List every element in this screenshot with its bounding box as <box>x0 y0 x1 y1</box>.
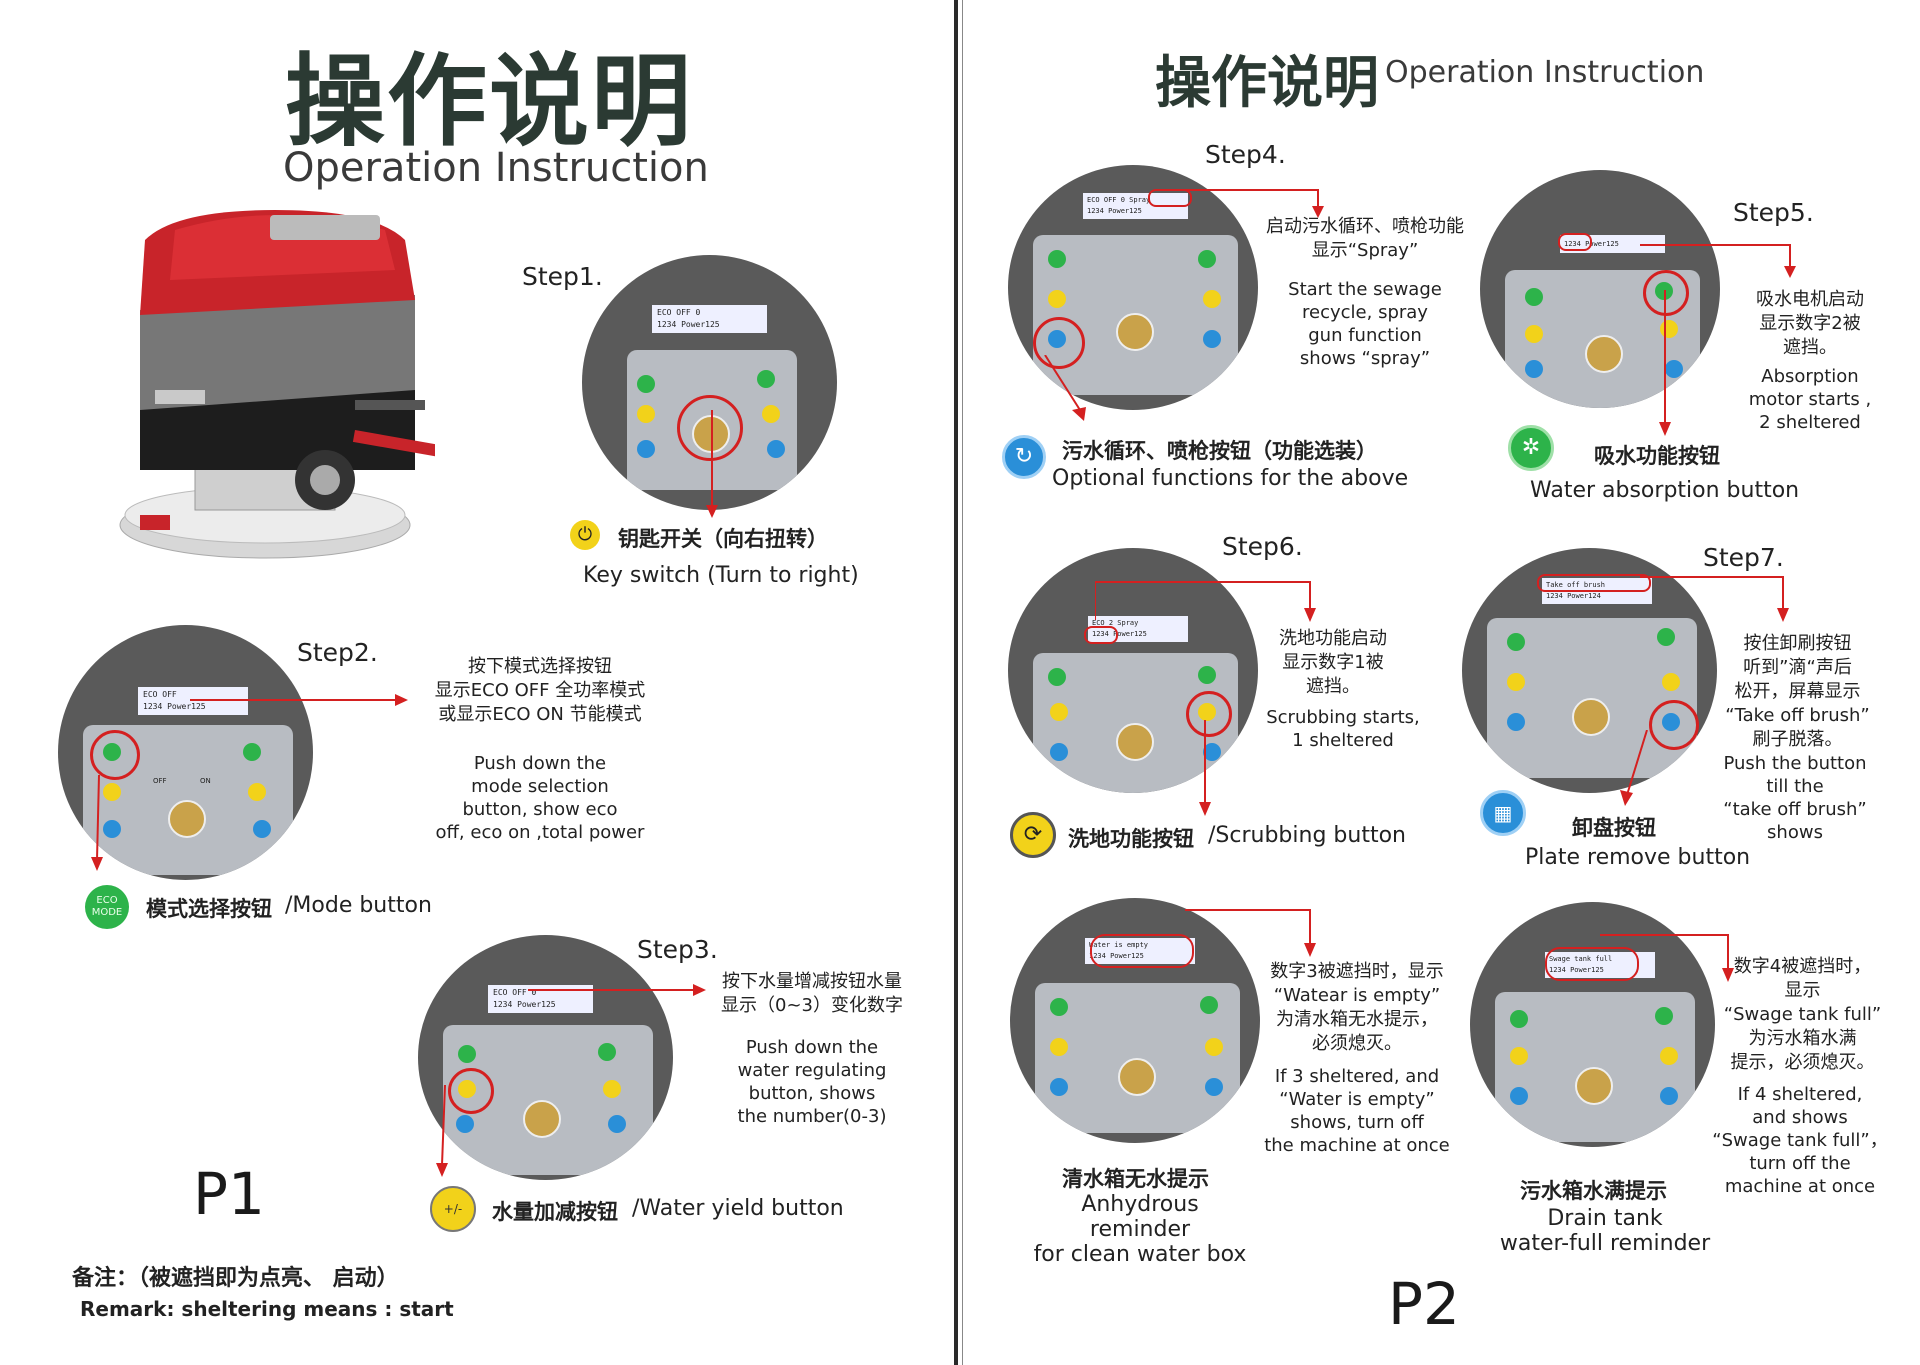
step3-button-en: /Water yield button <box>632 1196 844 1221</box>
step7-desc-zh: 按住卸刷按钮听到”滴“声后松开，屏幕显示“Take off brush”刷子脱落… <box>1725 633 1870 750</box>
step5-control-panel-image: 1234 Power125 <box>1480 170 1720 408</box>
key-icon <box>168 800 206 838</box>
brush-remove-icon: ▦ <box>1480 790 1526 836</box>
step1-button-zh: 钥匙开关（向右扭转） <box>618 527 828 551</box>
mode-icon <box>637 375 655 393</box>
step4-arrow <box>1168 189 1324 218</box>
step2-control-panel-image: ECO OFF 1234 Power125 OFF ON <box>58 625 313 880</box>
brush-rotate-icon: ⟳ <box>1010 812 1056 858</box>
absorption-icon <box>757 370 775 388</box>
water-empty-desc-en: If 3 sheltered, and“Water is empty”shows… <box>1264 1066 1450 1156</box>
step7-label: Step7. <box>1703 543 1784 572</box>
step5-arrow <box>1640 244 1796 278</box>
step5-arrow-down <box>1659 290 1671 436</box>
step1-label: Step1. <box>522 262 603 291</box>
p1-title-zh: 操作说明 <box>285 43 693 160</box>
recycle-icon: ↻ <box>1002 435 1046 479</box>
p2-title-en: Operation Instruction <box>1385 55 1705 90</box>
step6-desc-zh: 洗地功能启动显示数字1被遮挡。 <box>1279 628 1387 697</box>
water-yield-icon: +/- <box>430 1186 476 1232</box>
key-icon <box>523 1100 561 1138</box>
step7-arrow <box>1640 576 1789 622</box>
highlight-ring <box>677 395 743 461</box>
tank-full-arrow <box>1600 934 1734 982</box>
highlight-ring <box>448 1068 494 1114</box>
remark-en: Remark: sheltering means : start <box>80 1297 454 1321</box>
step2-label: Step2. <box>297 638 378 667</box>
step4-desc-zh: 启动污水循环、喷枪功能显示“Spray” <box>1266 216 1464 261</box>
step3-desc-zh: 按下水量增减按钮水量显示（0~3）变化数字 <box>721 971 903 1016</box>
water-empty-title-zh: 清水箱无水提示 <box>1062 1167 1209 1191</box>
spray-icon <box>637 440 655 458</box>
step5-label: Step5. <box>1733 198 1814 227</box>
highlight-ring <box>1033 317 1085 369</box>
step7-button-zh: 卸盘按钮 <box>1572 816 1656 840</box>
step1-arrow <box>706 410 718 518</box>
step6-desc-en: Scrubbing starts,1 sheltered <box>1266 707 1420 751</box>
fan-icon: ✲ <box>1508 425 1554 471</box>
p1-title-en: Operation Instruction <box>283 145 709 191</box>
step1-button-en: Key switch (Turn to right) <box>583 563 859 588</box>
step6-button-en: /Scrubbing button <box>1208 823 1406 848</box>
page-divider <box>954 0 958 1365</box>
step2-desc-zh: 按下模式选择按钮显示ECO OFF 全功率模式或显示ECO ON 节能模式 <box>434 656 646 725</box>
p1-page-label: P1 <box>193 1160 265 1228</box>
step2-arrow <box>190 694 408 706</box>
step7-button-en: Plate remove button <box>1525 845 1751 870</box>
step3-label: Step3. <box>637 935 718 964</box>
step6-arrow-down <box>1199 720 1211 816</box>
power-icon: ⏻ <box>570 520 600 550</box>
highlight-ring <box>1649 700 1699 750</box>
step5-button-en: Water absorption button <box>1530 478 1800 503</box>
step1-lcd-display: ECO OFF 0 1234 Power125 <box>652 305 767 333</box>
step2-button-zh: 模式选择按钮 <box>146 897 272 921</box>
water-empty-arrow <box>1185 909 1316 957</box>
step3-button-zh: 水量加减按钮 <box>492 1200 618 1224</box>
step3-arrow <box>528 984 706 996</box>
step3-arrow-down <box>436 1085 448 1177</box>
tank-full-title-zh: 污水箱水满提示 <box>1520 1179 1667 1203</box>
step4-label: Step4. <box>1205 140 1286 169</box>
water-empty-desc-zh: 数字3被遮挡时，显示“Watear is empty”为清水箱无水提示，必须熄灭… <box>1270 961 1444 1054</box>
floor-scrubber-machine-image <box>119 210 435 559</box>
scrub-icon <box>762 405 780 423</box>
step6-arrow <box>1095 581 1316 622</box>
highlight-ring <box>1186 691 1232 737</box>
p2-title-zh: 操作说明 <box>1155 51 1379 116</box>
p2-page-label: P2 <box>1388 1270 1460 1338</box>
brush-icon <box>767 440 785 458</box>
eco-mode-icon: ECO MODE <box>85 885 129 929</box>
tank-full-desc-en: If 4 sheltered,and shows“Swage tank full… <box>1712 1084 1888 1197</box>
highlight-ring <box>90 730 140 780</box>
water-icon <box>637 405 655 423</box>
step1-control-panel-image: ECO OFF 0 1234 Power125 <box>582 255 837 510</box>
step4-button-en: Optional functions for the above <box>1052 466 1409 491</box>
step5-button-zh: 吸水功能按钮 <box>1594 444 1720 468</box>
step2-button-en: /Mode button <box>285 893 432 918</box>
step7-arrow-down <box>1620 730 1648 806</box>
step6-label: Step6. <box>1222 532 1303 561</box>
step4-button-zh: 污水循环、喷枪按钮（功能选装） <box>1062 439 1377 463</box>
remark-zh: 备注：（被遮挡即为点亮、 启动） <box>72 1266 399 1291</box>
step4-arrow-down <box>1044 355 1086 421</box>
step2-arrow-down <box>91 775 103 871</box>
step5-desc-zh: 吸水电机启动显示数字2被遮挡。 <box>1756 289 1864 358</box>
tank-full-desc-zh: 数字4被遮挡时，显示“Swage tank full”为污水箱水满提示，必须熄灭… <box>1723 956 1882 1073</box>
step6-button-zh: 洗地功能按钮 <box>1068 827 1194 851</box>
